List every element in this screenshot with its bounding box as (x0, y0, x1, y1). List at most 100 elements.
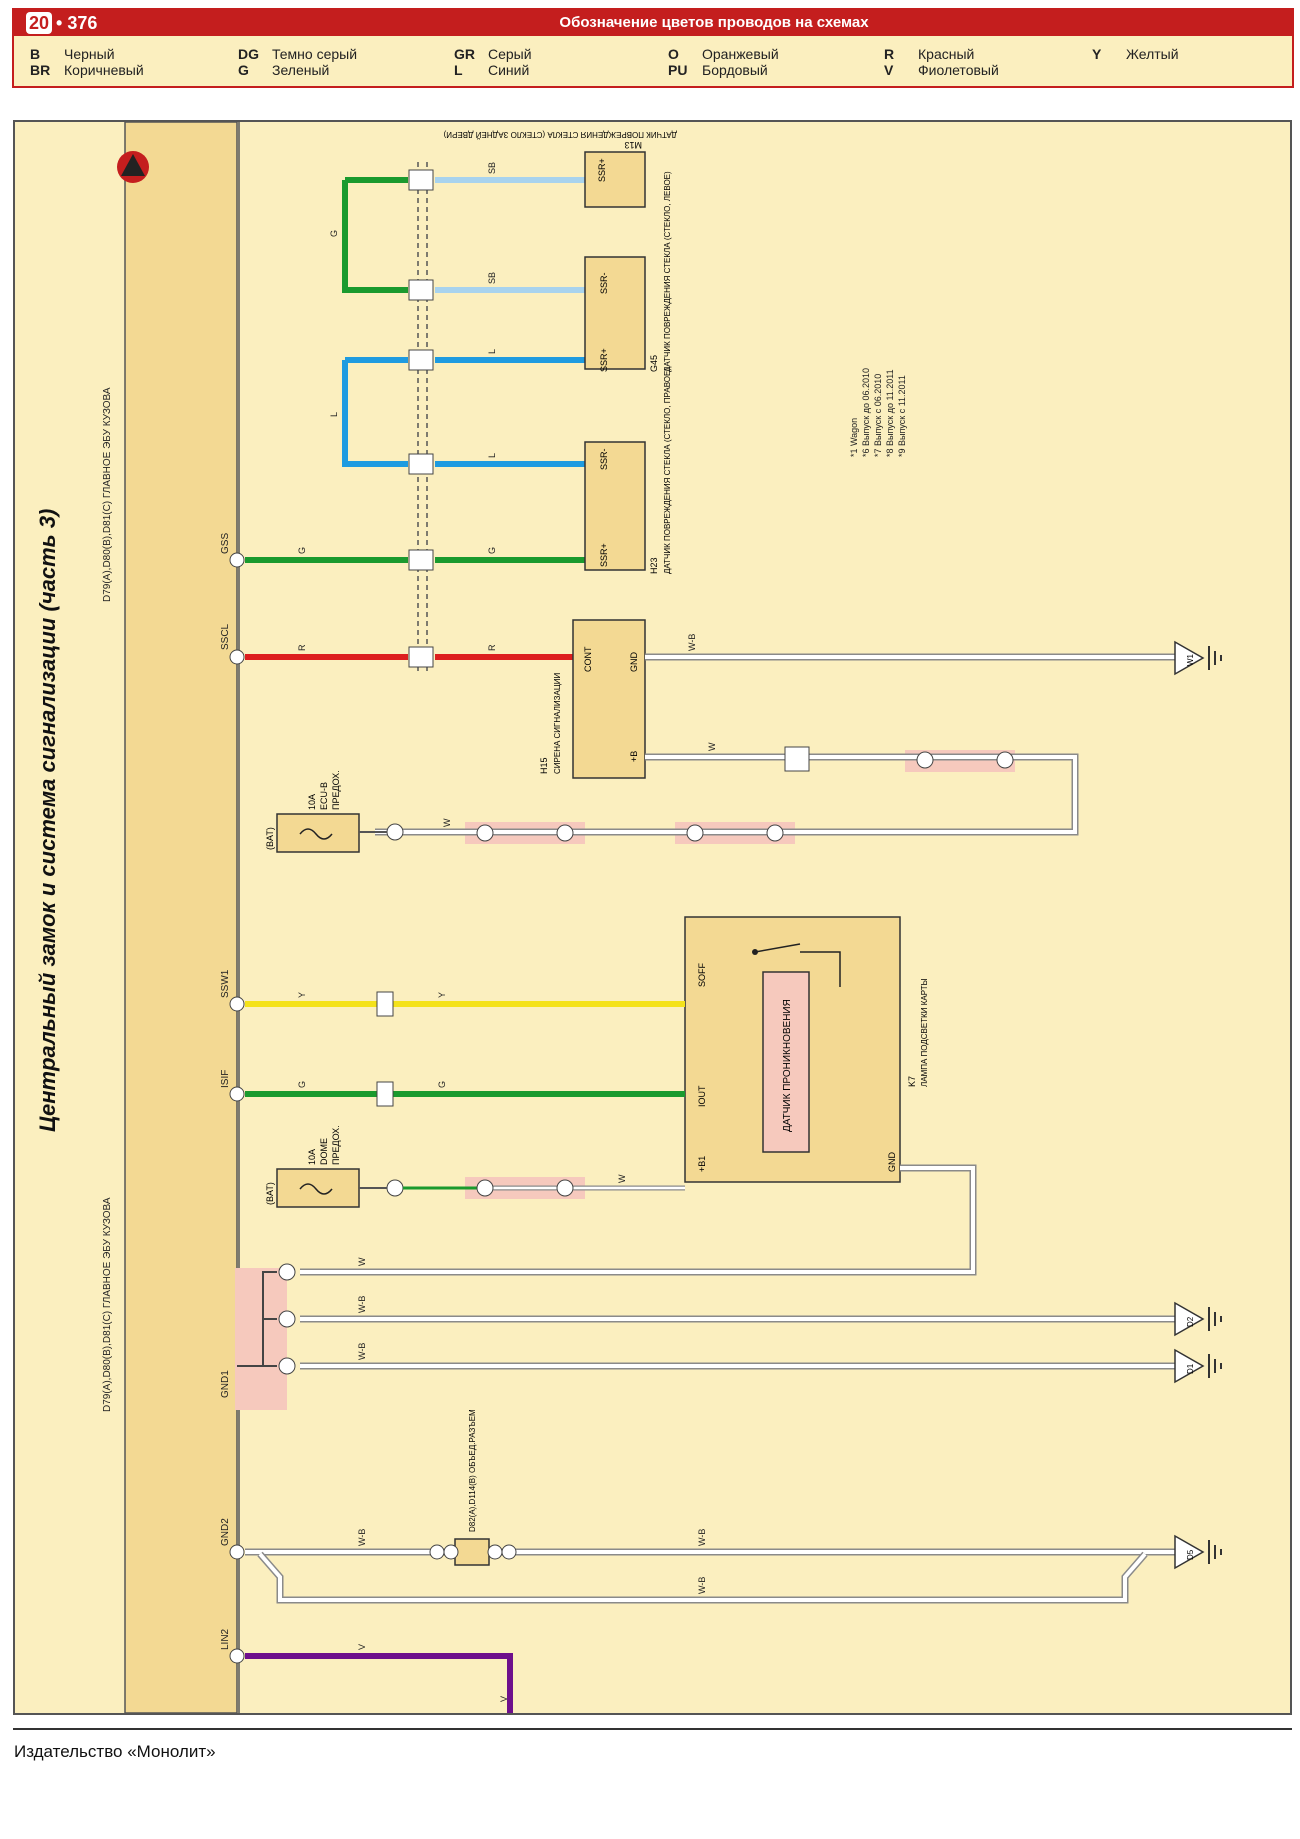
footer-rule (13, 1728, 1292, 1730)
svg-text:G: G (297, 1081, 307, 1088)
svg-text:ДАТЧИК ПОВРЕЖДЕНИЯ СТЕКЛА (СТЕ: ДАТЧИК ПОВРЕЖДЕНИЯ СТЕКЛА (СТЕКЛО ЗАДНЕЙ… (443, 130, 677, 139)
svg-text:SSR+: SSR+ (599, 543, 609, 567)
svg-text:GND: GND (887, 1152, 897, 1173)
svg-text:SB: SB (487, 162, 497, 174)
svg-text:Y: Y (437, 992, 447, 998)
svg-text:V: V (499, 1696, 509, 1702)
svg-text:+B1: +B1 (697, 1156, 707, 1172)
svg-text:V: V (357, 1644, 367, 1650)
h23-sensor: SSR- SSR+ H23 ДАТЧИК ПОВРЕЖДЕНИЯ СТЕКЛА … (584, 368, 672, 574)
m13-sensor: SSR+ M13 ДАТЧИК ПОВРЕЖДЕНИЯ СТЕКЛА (СТЕК… (443, 130, 677, 208)
fuse-ecu-b: (BAT) 10A ECU-B ПРЕДОХ. (265, 770, 360, 853)
ecu-pin-gss: GSS (220, 533, 231, 554)
svg-text:W: W (707, 742, 717, 751)
svg-text:CONT: CONT (583, 646, 593, 672)
svg-text:D2: D2 (1186, 1316, 1195, 1327)
diagram-frame: Центральный замок и система сигнализации… (13, 120, 1292, 1715)
svg-text:W-B: W-B (697, 1529, 707, 1546)
svg-text:*8 Выпуск до 11.2011: *8 Выпуск до 11.2011 (885, 369, 895, 457)
ecu-pin-ssw1: SSW1 (220, 969, 231, 998)
publisher: Издательство «Монолит» (14, 1742, 216, 1761)
svg-text:ДАТЧИК ПОВРЕЖДЕНИЯ СТЕКЛА (СТЕ: ДАТЧИК ПОВРЕЖДЕНИЯ СТЕКЛА (СТЕКЛО, ПРАВО… (663, 368, 672, 574)
ecu-pin-gnd1: GND1 (220, 1370, 231, 1398)
svg-text:R: R (487, 644, 497, 651)
ground-d5: D5 (1174, 1534, 1222, 1570)
svg-text:IOUT: IOUT (697, 1085, 707, 1107)
svg-text:W-B: W-B (357, 1296, 367, 1313)
svg-text:*7 Выпуск с 06.2010: *7 Выпуск с 06.2010 (873, 374, 883, 457)
ground-w1: W1 (1174, 640, 1222, 676)
svg-text:СИРЕНА СИГНАЛИЗАЦИИ: СИРЕНА СИГНАЛИЗАЦИИ (553, 672, 562, 774)
svg-text:(BAT): (BAT) (265, 827, 275, 850)
svg-text:*9 Выпуск с 11.2011: *9 Выпуск с 11.2011 (897, 375, 907, 457)
svg-text:*1 Wagon: *1 Wagon (849, 418, 859, 457)
color-legend-header: 20• 376 Обозначение цветов проводов на с… (12, 8, 1294, 88)
svg-text:W-B: W-B (687, 634, 697, 651)
ecu-pin-isif: ISIF (220, 1070, 231, 1088)
svg-text:L: L (487, 349, 497, 354)
svg-text:D1: D1 (1186, 1363, 1195, 1374)
svg-text:SSR+: SSR+ (597, 158, 607, 182)
header-bar: 20• 376 Обозначение цветов проводов на с… (14, 10, 1292, 36)
svg-text:W-B: W-B (697, 1577, 707, 1594)
svg-text:G: G (487, 547, 497, 554)
ecu-pin-lin2: LIN2 (220, 1628, 231, 1650)
svg-text:R: R (297, 644, 307, 651)
legend-title: Обозначение цветов проводов на схемах (559, 14, 869, 31)
page-number-value: 376 (67, 13, 98, 33)
wiring-diagram: Центральный замок и система сигнализации… (35, 121, 1222, 1714)
fuse-dome: (BAT) 10A DOME ПРЕДОХ. (265, 1125, 360, 1208)
svg-text:H23: H23 (649, 557, 659, 574)
body-ecu-label-bottom: D79(A),D80(B),D81(C) ГЛАВНОЕ ЭБУ КУЗОВА (102, 1197, 113, 1412)
svg-text:SSR+: SSR+ (599, 348, 609, 372)
svg-text:+B: +B (629, 751, 639, 762)
body-ecu-label-top: D79(A),D80(B),D81(C) ГЛАВНОЕ ЭБУ КУЗОВА (102, 387, 113, 602)
svg-text:K7: K7 (907, 1076, 917, 1087)
svg-text:W-B: W-B (357, 1529, 367, 1546)
svg-text:Y: Y (297, 992, 307, 998)
g45-sensor: SSR- SSR+ G45 ДАТЧИК ПОВРЕЖДЕНИЯ СТЕКЛА … (584, 171, 672, 372)
ecu-pin-gnd2: GND2 (220, 1518, 231, 1546)
svg-text:W-B: W-B (357, 1343, 367, 1360)
svg-text:ЛАМПА ПОДСВЕТКИ КАРТЫ: ЛАМПА ПОДСВЕТКИ КАРТЫ (920, 978, 929, 1087)
svg-text:SB: SB (487, 272, 497, 284)
notes: *1 Wagon *6 Выпуск до 06.2010 *7 Выпуск … (849, 368, 907, 457)
svg-text:W: W (617, 1174, 627, 1183)
k7-map-lamp: ДАТЧИК ПРОНИКНОВЕНИЯ SOFF IOUT +B1 GND K… (684, 916, 929, 1183)
svg-text:SSR-: SSR- (599, 272, 609, 294)
svg-text:ECU-B: ECU-B (319, 782, 329, 810)
svg-text:(BAT): (BAT) (265, 1182, 275, 1205)
diagram-title: Центральный замок и система сигнализации… (35, 509, 60, 1132)
svg-text:L: L (487, 453, 497, 458)
svg-text:SSR-: SSR- (599, 448, 609, 470)
gnd1-joint-highlight (235, 1268, 287, 1410)
body-ecu-strip (124, 121, 238, 1714)
chapter-number: 20 (26, 12, 53, 34)
svg-text:W1: W1 (1186, 653, 1195, 666)
svg-text:SOFF: SOFF (697, 962, 707, 987)
h15-siren: CONT GND +B H15 СИРЕНА СИГНАЛИЗАЦИИ (539, 619, 646, 779)
d82-joint-connector: D82(A),D114(B) ОБЪЕД.РАЗЪЕМ (429, 1409, 517, 1566)
svg-text:L: L (329, 412, 339, 417)
svg-text:W: W (442, 818, 452, 827)
ecu-pin-sscl: SSCL (220, 623, 231, 650)
svg-text:W: W (357, 1257, 367, 1266)
svg-text:G45: G45 (649, 355, 659, 372)
svg-text:ПРЕДОХ.: ПРЕДОХ. (331, 770, 341, 810)
svg-text:D5: D5 (1186, 1549, 1195, 1560)
svg-text:G: G (329, 230, 339, 237)
svg-text:G: G (437, 1081, 447, 1088)
svg-text:10A: 10A (307, 1149, 317, 1165)
warning-logo-icon (117, 151, 149, 183)
